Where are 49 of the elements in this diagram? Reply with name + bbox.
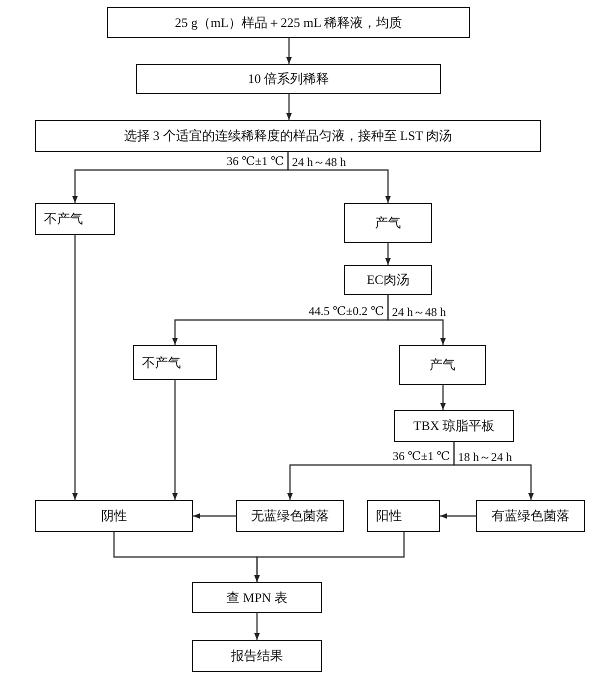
arrow bbox=[254, 532, 405, 582]
arrow bbox=[387, 295, 446, 345]
process-box bbox=[192, 582, 322, 613]
node-text: TBX 琼脂平板 bbox=[413, 417, 495, 435]
arrow bbox=[453, 442, 534, 500]
node-text: 阴性 bbox=[101, 507, 127, 525]
process-box bbox=[367, 500, 440, 532]
arrow bbox=[385, 243, 391, 265]
node-text: 阳性 bbox=[376, 507, 402, 525]
process-box bbox=[136, 64, 441, 94]
process-box bbox=[344, 265, 432, 295]
process-box bbox=[476, 500, 585, 532]
arrow bbox=[172, 380, 178, 500]
node-text: 无蓝绿色菌落 bbox=[251, 507, 329, 525]
condition-label: 36 ℃±1 ℃ bbox=[392, 449, 450, 464]
arrow bbox=[193, 513, 236, 519]
arrow bbox=[287, 152, 391, 203]
process-box bbox=[344, 203, 432, 243]
process-box bbox=[35, 500, 193, 532]
arrow bbox=[440, 513, 476, 519]
process-box bbox=[394, 410, 514, 442]
condition-label: 18 h～24 h bbox=[458, 449, 512, 466]
arrow bbox=[72, 235, 78, 500]
node-text: 查 MPN 表 bbox=[226, 588, 288, 606]
condition-label: 36 ℃±1 ℃ bbox=[226, 154, 284, 169]
node-text: 不产气 bbox=[44, 210, 83, 228]
process-box bbox=[192, 640, 322, 672]
node-text: 25 g（mL）样品＋225 mL 稀释液，均质 bbox=[174, 14, 402, 32]
arrow bbox=[286, 94, 292, 120]
arrow bbox=[286, 38, 292, 64]
arrow bbox=[254, 613, 260, 640]
node-text: 有蓝绿色菌落 bbox=[492, 507, 570, 525]
arrow bbox=[440, 385, 446, 410]
process-box bbox=[236, 500, 344, 532]
node-text: EC肉汤 bbox=[366, 271, 410, 289]
node-text: 产气 bbox=[430, 356, 456, 374]
node-text: 报告结果 bbox=[231, 647, 283, 665]
node-text: 10 倍系列稀释 bbox=[248, 70, 330, 88]
condition-label: 44.5 ℃±0.2 ℃ bbox=[308, 304, 384, 319]
node-text: 产气 bbox=[375, 214, 401, 232]
process-box bbox=[35, 120, 541, 152]
node-text: 不产气 bbox=[142, 354, 181, 372]
condition-label: 24 h～48 h bbox=[292, 154, 346, 171]
node-text: 选择 3 个适宜的连续稀释度的样品匀液，接种至 LST 肉汤 bbox=[124, 127, 452, 145]
process-box bbox=[399, 345, 486, 385]
condition-label: 24 h～48 h bbox=[392, 304, 446, 321]
process-box bbox=[35, 203, 115, 235]
process-box bbox=[107, 7, 470, 38]
process-box bbox=[133, 345, 217, 380]
